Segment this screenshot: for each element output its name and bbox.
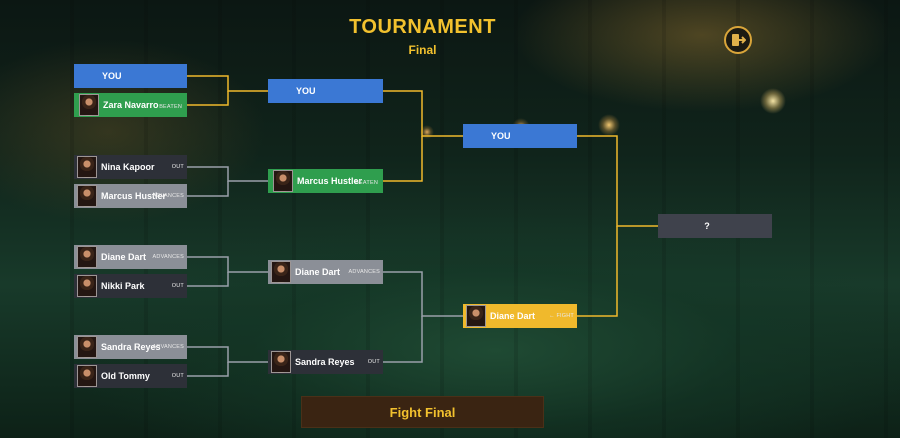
status-badge: OUT: [171, 373, 184, 379]
final-slot[interactable]: ?: [658, 214, 772, 238]
round1-slot-opponent[interactable]: Nikki Park OUT: [74, 274, 187, 298]
status-badge: OUT: [171, 283, 184, 289]
avatar: [271, 351, 291, 373]
exit-door-icon: [732, 34, 746, 46]
avatar: [77, 156, 97, 178]
player-name: Marcus Hustler: [297, 176, 363, 186]
avatar: [273, 170, 293, 192]
player-name: YOU: [491, 131, 511, 141]
round-subtitle: Final: [408, 43, 437, 57]
round1-slot-you[interactable]: YOU: [74, 64, 187, 88]
avatar: [77, 246, 97, 268]
avatar: [79, 94, 99, 116]
player-name: Diane Dart: [101, 252, 147, 262]
round2-slot-opponent[interactable]: Marcus Hustler BEATEN: [268, 169, 383, 193]
page-title: TOURNAMENT: [349, 16, 496, 38]
round1-slot-opponent[interactable]: Nina Kapoor OUT: [74, 155, 187, 179]
lamp-glow: [420, 125, 434, 139]
exit-button[interactable]: [724, 26, 752, 54]
player-name: Diane Dart: [295, 267, 341, 277]
status-badge: BEATEN: [159, 104, 182, 110]
status-badge: OUT: [171, 164, 184, 170]
avatar: [466, 305, 486, 327]
avatar: [77, 275, 97, 297]
status-badge: ADVANCES: [348, 269, 380, 275]
player-name: Diane Dart: [490, 311, 536, 321]
status-badge: ADVANCES: [152, 344, 184, 350]
player-name: YOU: [102, 71, 122, 81]
player-name: Sandra Reyes: [295, 357, 355, 367]
round3-slot-current-opponent[interactable]: Diane Dart ← FIGHT: [463, 304, 577, 328]
round2-slot-you[interactable]: YOU: [268, 79, 383, 103]
round3-slot-you[interactable]: YOU: [463, 124, 577, 148]
round1-slot-opponent[interactable]: Old Tommy OUT: [74, 364, 187, 388]
avatar: [77, 365, 97, 387]
player-name: YOU: [296, 86, 316, 96]
player-name: Nina Kapoor: [101, 162, 155, 172]
avatar: [77, 336, 97, 358]
round1-slot-opponent[interactable]: Diane Dart ADVANCES: [74, 245, 187, 269]
status-badge: ← FIGHT: [549, 313, 574, 319]
player-name: Zara Navarro: [103, 100, 159, 110]
avatar: [271, 261, 291, 283]
status-badge: ADVANCES: [152, 193, 184, 199]
fight-final-button[interactable]: Fight Final: [301, 396, 544, 428]
round2-slot-opponent[interactable]: Sandra Reyes OUT: [268, 350, 383, 374]
player-name: ?: [704, 221, 710, 231]
player-name: Old Tommy: [101, 371, 150, 381]
player-name: Sandra Reyes: [101, 342, 161, 352]
lamp-glow: [598, 114, 620, 136]
avatar: [77, 185, 97, 207]
player-name: Nikki Park: [101, 281, 145, 291]
lamp-glow: [760, 88, 786, 114]
round2-slot-opponent[interactable]: Diane Dart ADVANCES: [268, 260, 383, 284]
round1-slot-opponent[interactable]: Zara Navarro BEATEN: [74, 93, 187, 117]
round1-slot-opponent[interactable]: Marcus Hustler ADVANCES: [74, 184, 187, 208]
round1-slot-opponent[interactable]: Sandra Reyes ADVANCES: [74, 335, 187, 359]
status-badge: BEATEN: [355, 180, 378, 186]
player-name: Marcus Hustler: [101, 191, 167, 201]
status-badge: ADVANCES: [152, 254, 184, 260]
status-badge: OUT: [367, 359, 380, 365]
